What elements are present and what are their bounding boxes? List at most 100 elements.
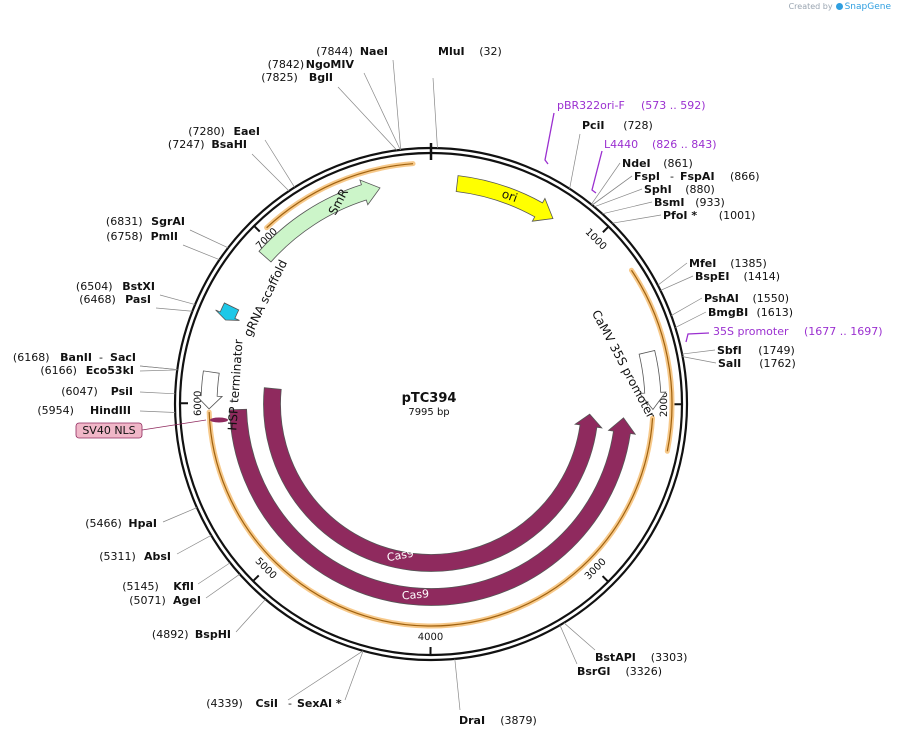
site-position: (6047) xyxy=(61,385,98,398)
site-line-layer xyxy=(139,59,717,711)
site-mlui[interactable]: MluI(32) xyxy=(438,45,502,58)
primer-pbr322ori-f[interactable]: pBR322ori-F (573 .. 592) xyxy=(544,99,706,165)
primer-l4440[interactable]: L4440 (826 .. 843) xyxy=(591,138,717,194)
site-bsrgi[interactable]: BsrGI(3326) xyxy=(577,665,662,678)
site-leader-line xyxy=(235,599,266,633)
site-eaei[interactable]: EaeI(7280) xyxy=(188,125,260,138)
site-mfei[interactable]: MfeI(1385) xyxy=(689,257,767,270)
site-pshai[interactable]: PshAI(1550) xyxy=(704,292,789,305)
site-bstapi[interactable]: BstAPI(3303) xyxy=(595,651,687,664)
site-ndei[interactable]: NdeI(861) xyxy=(622,157,693,170)
scale-tick-label: 6000 xyxy=(193,391,204,416)
site-fspi[interactable]: FspI- xyxy=(634,170,674,183)
site-psii[interactable]: PsiI(6047) xyxy=(61,385,133,398)
feature-cas9[interactable] xyxy=(263,387,603,572)
site-name: EaeI xyxy=(234,125,261,138)
site-sgrai[interactable]: SgrAI(6831) xyxy=(106,215,185,228)
scale-tick xyxy=(601,575,609,583)
site-sbfi[interactable]: SbfI(1749) xyxy=(717,344,795,357)
site-agei[interactable]: AgeI(5071) xyxy=(129,594,201,607)
site-leader-line xyxy=(454,658,461,711)
site-position: (1414) xyxy=(744,270,781,283)
primer-range: (573 .. 592) xyxy=(641,99,706,112)
scale-tick-label: 2000 xyxy=(659,391,670,416)
site-leader-line xyxy=(559,625,578,665)
site-position: (1001) xyxy=(719,209,756,222)
site-position: (6504) xyxy=(76,280,113,293)
credit-prefix: Created by xyxy=(788,2,833,11)
site-pmli[interactable]: PmlI(6758) xyxy=(106,230,178,243)
site-name: BanII xyxy=(60,351,92,364)
feature-camv-35s-promoter[interactable] xyxy=(638,350,667,411)
site-leader-line xyxy=(671,297,703,316)
site-hpai[interactable]: HpaI(5466) xyxy=(85,517,157,530)
feature-arrow xyxy=(455,175,554,222)
site-sexai[interactable]: -SexAI * xyxy=(288,697,342,710)
site-bsphi[interactable]: BspHI(4892) xyxy=(152,628,231,641)
site-pfoi[interactable]: PfoI * (1001) xyxy=(663,209,755,222)
site-name: FspAI xyxy=(680,170,715,183)
primer-35s-promoter[interactable]: 35S promoter (1677 .. 1697) xyxy=(685,325,883,343)
site-name: PshAI xyxy=(704,292,739,305)
site-leader-line xyxy=(139,391,176,395)
site-sali[interactable]: SalI(1762) xyxy=(718,357,796,370)
feature-ori[interactable] xyxy=(455,175,554,222)
site-leader-line xyxy=(139,365,178,370)
site-bmgbi[interactable]: BmgBI(1613) xyxy=(708,306,793,319)
site-bgli[interactable]: BglI(7825) xyxy=(261,71,333,84)
site-position: (3303) xyxy=(651,651,688,664)
site-leader-line xyxy=(159,294,196,305)
site-name: BglI xyxy=(309,71,333,84)
feature-label: ori xyxy=(500,187,519,205)
site-saci[interactable]: SacI- xyxy=(99,351,136,364)
site-leader-line xyxy=(657,262,688,286)
site-leader-line xyxy=(182,244,220,261)
plasmid-name: pTC394 xyxy=(402,391,457,406)
plasmid-length: 7995 bp xyxy=(408,407,449,418)
credit-brand: SnapGene xyxy=(844,2,891,12)
site-name: HpaI xyxy=(128,517,157,530)
site-name: FspI xyxy=(634,170,660,183)
site-sphi[interactable]: SphI(880) xyxy=(644,183,715,196)
site-position: (1749) xyxy=(758,344,795,357)
sv40-nls-feature[interactable]: SV40 NLS xyxy=(75,417,228,439)
site-name: NdeI xyxy=(622,157,651,170)
site-drai[interactable]: DraI(3879) xyxy=(459,714,537,727)
site-eco53ki[interactable]: Eco53kI(6166) xyxy=(40,364,134,377)
sv40-nls-label: SV40 NLS xyxy=(82,424,135,437)
site-ngomiv[interactable]: NgoMIV(7842) xyxy=(268,58,355,71)
site-leader-line xyxy=(363,72,401,150)
site-leader-line xyxy=(675,311,707,328)
site-csii[interactable]: CsiI(4339) xyxy=(206,697,278,710)
feature-grna-scaffold[interactable] xyxy=(215,302,240,321)
site-absi[interactable]: AbsI(5311) xyxy=(99,550,171,563)
site-leader-line xyxy=(162,507,198,523)
feature-cas9[interactable] xyxy=(229,408,637,606)
site-fspai[interactable]: FspAI(866) xyxy=(680,170,760,183)
site-kfli[interactable]: KflI(5145) xyxy=(122,580,194,593)
site-banii[interactable]: BanII(6168) xyxy=(13,351,92,364)
site-bsahi[interactable]: BsaHI(7247) xyxy=(168,138,247,151)
feature-hsp-terminator[interactable] xyxy=(195,370,224,410)
feature-label: gRNA scaffold xyxy=(241,258,290,339)
site-position: (7844) xyxy=(316,45,353,58)
feature-smr[interactable] xyxy=(258,179,381,263)
site-pasi[interactable]: PasI(6468) xyxy=(79,293,151,306)
site-bstxi[interactable]: BstXI(6504) xyxy=(76,280,155,293)
scale-tick xyxy=(602,225,610,233)
site-position: (933) xyxy=(695,196,725,209)
site-bsmi[interactable]: BsmI(933) xyxy=(654,196,725,209)
site-name: PfoI * xyxy=(663,209,697,222)
site-name: NaeI xyxy=(360,45,388,58)
site-pcii[interactable]: PciI(728) xyxy=(582,119,653,132)
site-hindiii[interactable]: HindIII(5954) xyxy=(37,404,131,417)
snapgene-credit: Created by SnapGene xyxy=(789,2,891,12)
site-leader-line xyxy=(251,153,290,192)
site-naei[interactable]: NaeI (7844) xyxy=(316,45,388,58)
site-name: SphI xyxy=(644,183,672,196)
site-position: (3879) xyxy=(500,714,537,727)
site-separator: - xyxy=(288,697,292,710)
site-name: SexAI * xyxy=(297,697,342,710)
site-bspei[interactable]: BspEI(1414) xyxy=(695,270,780,283)
